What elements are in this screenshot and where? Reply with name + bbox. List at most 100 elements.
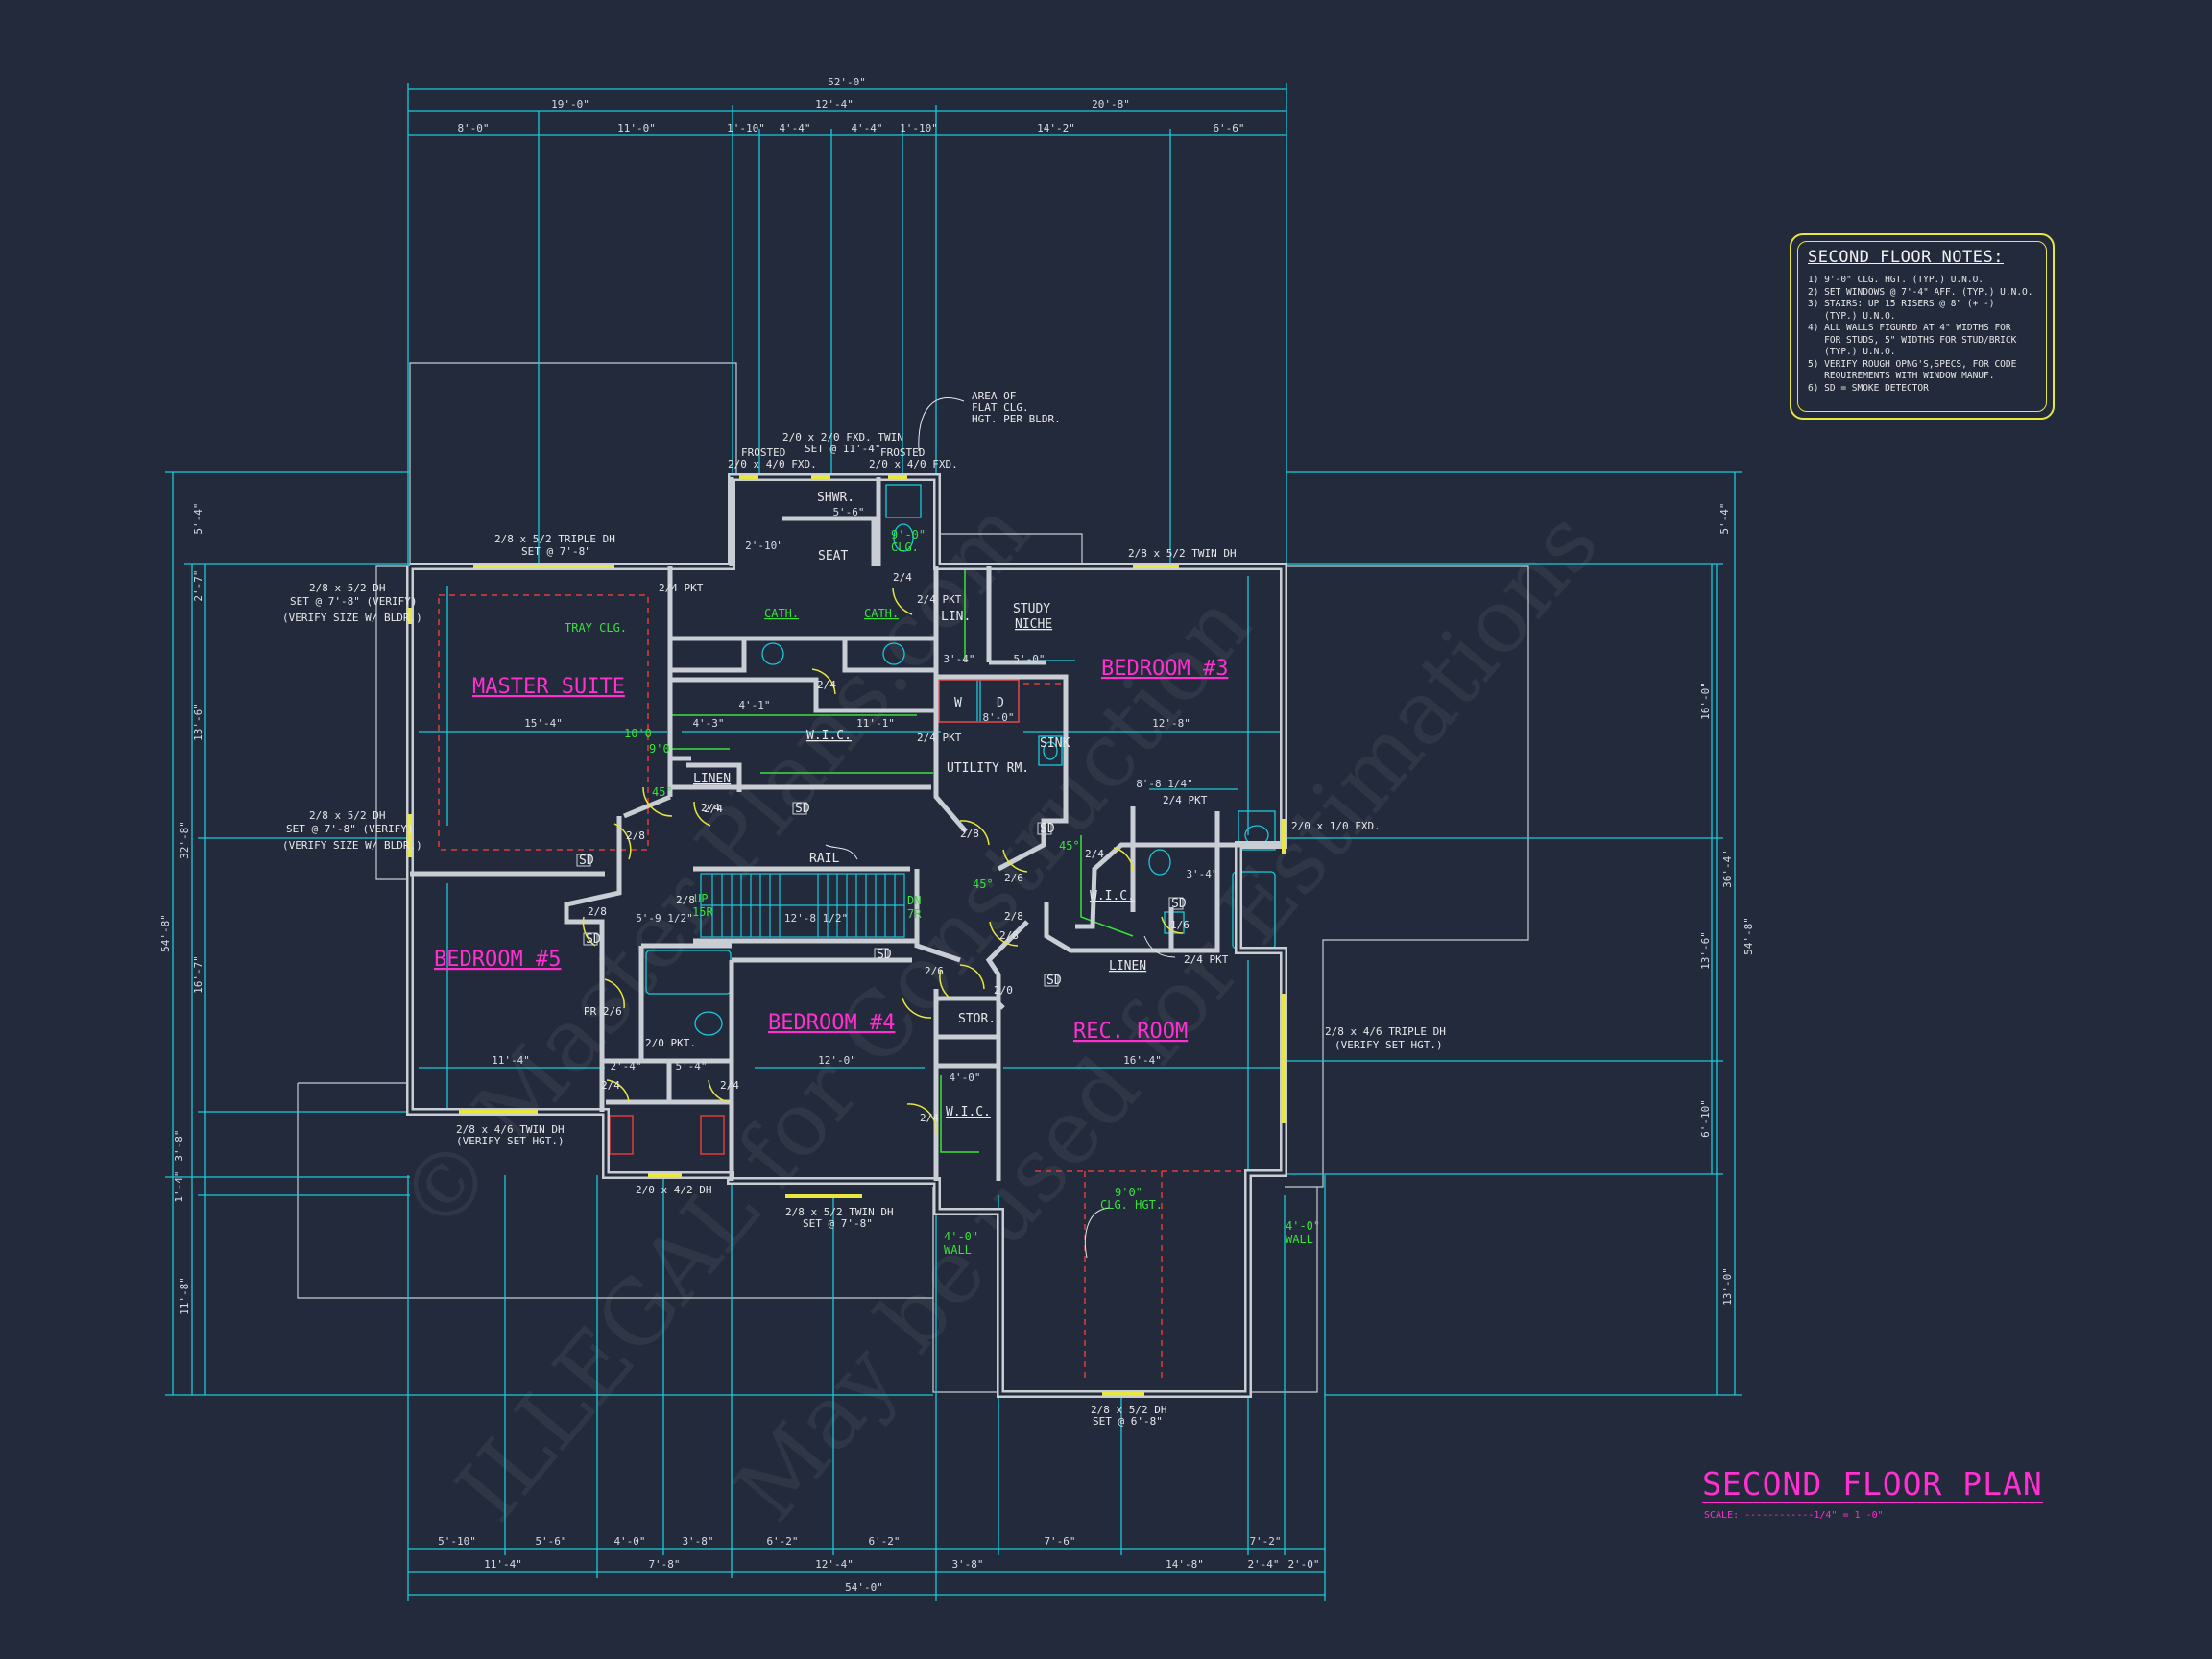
room-labels: MASTER SUITE BEDROOM #3 BEDROOM #4 BEDRO… <box>434 491 1228 1119</box>
smoke-detector-tag: SD <box>1040 822 1055 836</box>
label-angle-2: 45° <box>973 878 994 891</box>
window-note: FROSTED <box>880 446 925 459</box>
note-item: FOR STUDS, 5" WIDTHS FOR STUD/BRICK <box>1808 334 2017 346</box>
note-item: (TYP.) U.N.O. <box>1808 347 1896 357</box>
dim-interior: 3'-4" <box>943 653 974 665</box>
dim-left: 54'-8" <box>159 914 172 952</box>
window-note: (VERIFY SIZE W/ BLDR.) <box>282 612 422 624</box>
label-angle-3: 45° <box>1059 839 1080 853</box>
sheet-title: SECOND FLOOR PLAN <box>1702 1465 2043 1503</box>
dim-bottom: 3'-8" <box>951 1558 983 1571</box>
dim-interior: 8'-8 1/4" <box>1136 778 1193 790</box>
smoke-detector-tag: SD <box>579 854 594 868</box>
note-item: 6) SD = SMOKE DETECTOR <box>1808 382 1929 394</box>
label-bath-ceiling-1: 9'-0" <box>891 528 926 541</box>
dim-top: 1'-10" <box>727 122 765 134</box>
sink-red-fixtures <box>609 679 1020 1155</box>
window-note: 2/0 x 4/0 FXD. <box>869 458 958 470</box>
dim-bottom: 11'-4" <box>484 1558 522 1571</box>
dim-bottom: 7'-6" <box>1044 1535 1075 1548</box>
door-tag: 2/8 <box>626 830 645 842</box>
label-utility: UTILITY RM. <box>947 761 1029 776</box>
interior-walls <box>410 477 1284 1181</box>
label-ms-ceiling-2: 9'0 <box>649 742 670 756</box>
note-item: REQUIREMENTS WITH WINDOW MANUF. <box>1808 371 1995 381</box>
room-bedroom-5: BEDROOM #5 <box>434 948 561 972</box>
door-tag: 2/4 <box>817 679 836 691</box>
dim-interior: 4'-1" <box>738 699 770 711</box>
dim-bottom: 12'-4" <box>815 1558 854 1571</box>
window-note: SET @ 11'-4" <box>805 443 880 455</box>
dim-top: 1'-10" <box>900 122 938 134</box>
dim-top: 6'-6" <box>1213 122 1244 134</box>
label-angle-1: 45° <box>652 785 673 799</box>
door-tag: 2/4 PKT <box>659 582 704 594</box>
dim-bottom: 7'-2" <box>1249 1535 1281 1548</box>
label-wic-bed3: W.I.C. <box>1090 889 1135 903</box>
window-note: 2/8 x 5/2 DH <box>309 809 385 822</box>
dim-left: 16'-7" <box>192 955 204 994</box>
door-tag: 1/6 <box>1170 919 1190 931</box>
label-study: STUDY <box>1013 602 1050 616</box>
room-rec-room: REC. ROOM <box>1073 1020 1188 1044</box>
door-swings <box>582 587 1184 1134</box>
door-tag: PR 2/6 <box>584 1005 622 1018</box>
label-stair-dn: DN <box>907 894 921 907</box>
dim-top-total: 52'-0" <box>828 76 866 88</box>
dim-left: 32'-8" <box>179 821 191 859</box>
dim-interior: 5'-9 1/2" <box>636 912 693 925</box>
window-note: AREA OF <box>972 390 1016 402</box>
label-stair-dn-risers: 7R <box>907 907 922 921</box>
door-tag: 2/4 <box>601 1079 620 1092</box>
window-note: SET @ 7'-8" <box>521 545 591 558</box>
dim-interior: 4'-0" <box>949 1071 980 1084</box>
dim-interior: 3'-4" <box>1186 868 1217 880</box>
dim-right: 6'-10" <box>1699 1099 1712 1138</box>
dim-right: 16'-0" <box>1699 682 1712 720</box>
window-note: HGT. PER BLDR. <box>972 413 1061 425</box>
dim-interior: 5'-0" <box>1013 653 1045 665</box>
note-item: 5) VERIFY ROUGH OPNG'S,SPECS, FOR CODE <box>1808 358 2017 370</box>
window-note: 2/8 x 5/2 TWIN DH <box>785 1206 894 1218</box>
dim-interior: 12'-8 1/2" <box>784 912 848 925</box>
dim-bottom: 7'-8" <box>648 1558 680 1571</box>
label-wic-master: W.I.C. <box>806 729 852 743</box>
dim-bottom: 4'-0" <box>613 1535 645 1548</box>
door-tag: 2/0 <box>994 984 1013 997</box>
door-tag: 2/0 PKT. <box>645 1037 696 1049</box>
window-note: (VERIFY SET HGT.) <box>1334 1039 1443 1051</box>
dim-interior: 12'-8" <box>1152 717 1190 730</box>
door-tag: 2/4 <box>720 1079 739 1092</box>
smoke-detector-tag: SD <box>586 932 601 947</box>
label-wall-left-1: 4'-0" <box>944 1230 978 1243</box>
sheet-scale: SCALE: ------------1/4" = 1'-0" <box>1704 1510 1884 1521</box>
label-washer: W <box>954 696 962 710</box>
dim-bottom: 2'-4" <box>1247 1558 1279 1571</box>
label-wall-right-1: 4'-0" <box>1286 1219 1320 1233</box>
note-item: 4) ALL WALLS FIGURED AT 4" WIDTHS FOR <box>1808 323 2011 333</box>
dim-interior: 5'-4" <box>675 1060 707 1072</box>
windows <box>408 475 1286 1396</box>
dim-right: 13'-0" <box>1721 1267 1734 1306</box>
label-linen-bed3: LINEN <box>1109 959 1146 974</box>
door-tag: 2/6 <box>925 965 944 977</box>
dim-left: 11'-8" <box>179 1277 191 1315</box>
door-tags: 2/4 PKT 2/4 PKT 2/4 2/4 PKT 2/4 2/8 2/8 … <box>584 571 1229 1124</box>
label-linen-master: LINEN <box>693 772 731 786</box>
window-callouts: 2/8 x 5/2 TRIPLE DH SET @ 7'-8" 2/8 x 5/… <box>282 390 1446 1428</box>
smoke-detector-tag: SD <box>877 948 892 962</box>
dim-interior: 2'-10" <box>745 540 783 552</box>
dim-bottom: 6'-2" <box>766 1535 798 1548</box>
dimension-lines <box>165 83 1742 1601</box>
smoke-detector-labels: SD SD SD SD SD SD SD <box>579 802 1187 988</box>
label-cath-1: CATH. <box>764 607 799 620</box>
dim-interior: 11'-4" <box>492 1054 530 1067</box>
window-note: SET @ 7'-8" <box>803 1217 873 1230</box>
label-ms-ceiling-1: 10'0 <box>624 727 652 740</box>
smoke-detector-tag: SD <box>795 802 810 816</box>
stairs <box>700 873 905 938</box>
room-bedroom-4: BEDROOM #4 <box>768 1011 895 1035</box>
dim-right: 13'-6" <box>1699 931 1712 970</box>
label-niche: NICHE <box>1015 617 1052 632</box>
door-tag: 2/8 <box>588 905 607 918</box>
